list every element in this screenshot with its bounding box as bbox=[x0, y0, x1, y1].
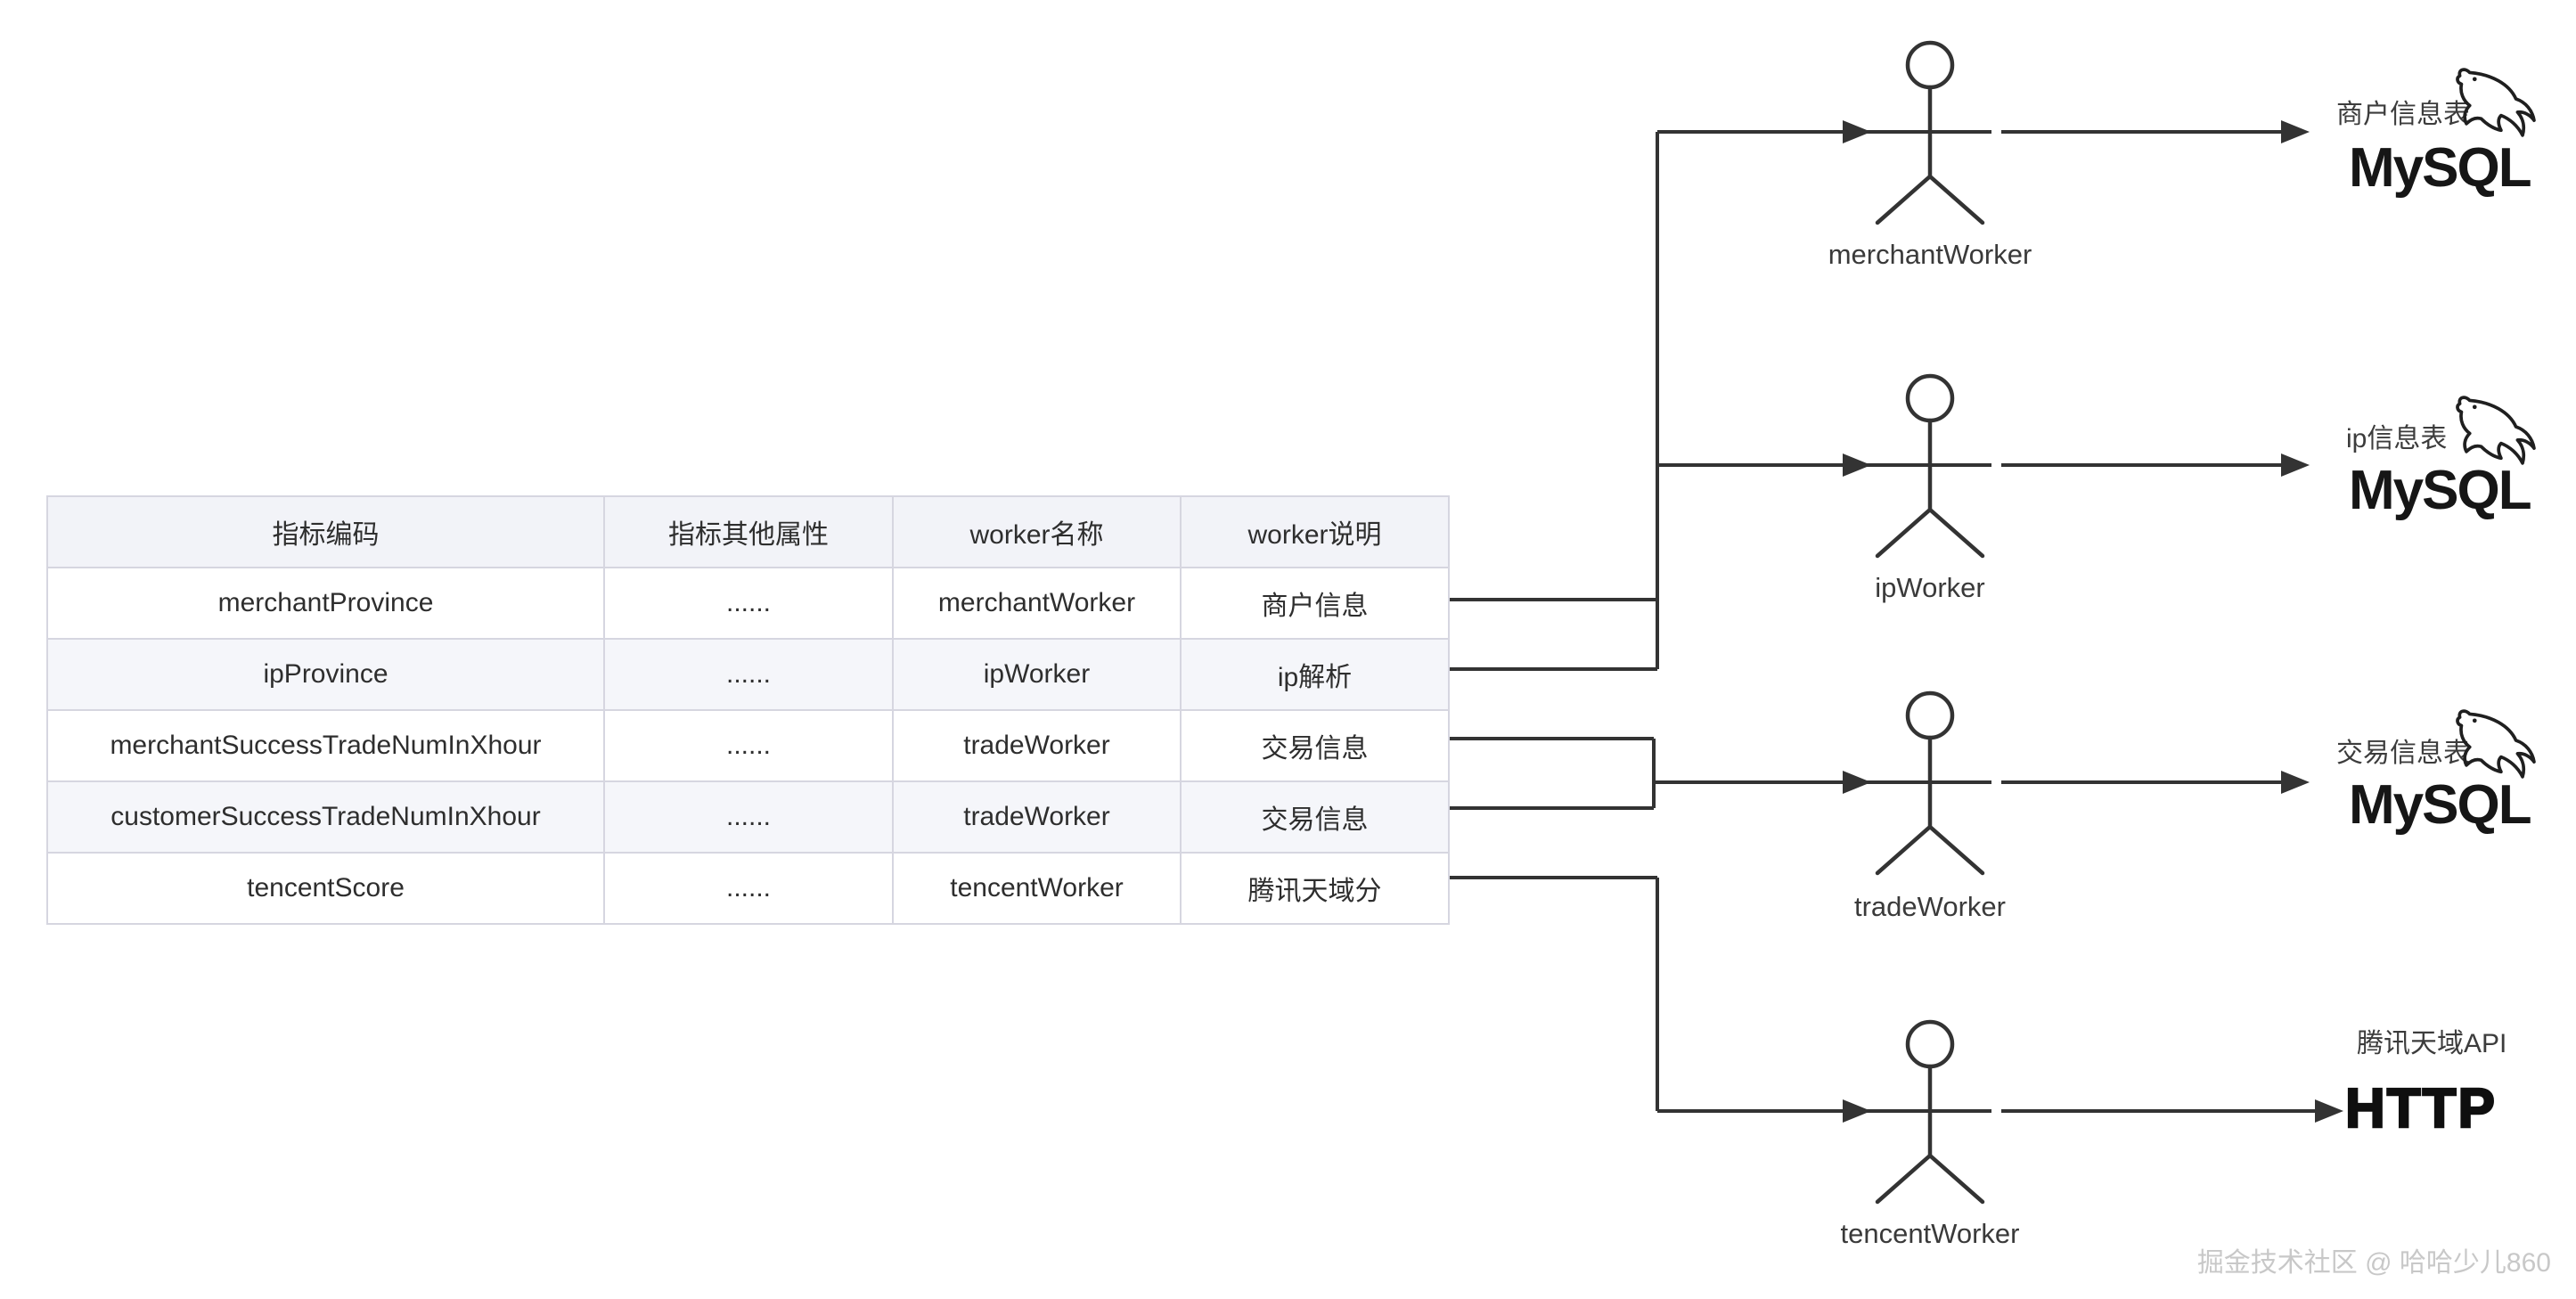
actor-ip-worker-figure bbox=[1875, 373, 1985, 559]
actor-trade-worker-figure bbox=[1875, 690, 1985, 876]
metric-worker-table: 指标编码 指标其他属性 worker名称 worker说明 merchantPr… bbox=[46, 495, 1450, 925]
cell-metric-code: ipProvince bbox=[46, 638, 605, 711]
target-label-ip-table: ip信息表 bbox=[2346, 424, 2448, 453]
actor-label-tencent-worker: tencentWorker bbox=[1840, 1218, 2020, 1249]
arrowhead-into-ip-db bbox=[2281, 453, 2310, 477]
cell-metric-code: merchantProvince bbox=[46, 567, 605, 640]
mysql-dolphin-icon bbox=[2456, 68, 2536, 137]
column-header-worker-name: worker名称 bbox=[892, 495, 1182, 568]
column-header-metric-attrs: 指标其他属性 bbox=[603, 495, 894, 568]
arrowhead-into-http-api bbox=[2315, 1099, 2343, 1123]
table-row: customerSuccessTradeNumInXhour ...... tr… bbox=[46, 780, 1450, 854]
mysql-logo-text: MySQL bbox=[2349, 137, 2532, 199]
cell-worker-desc: 交易信息 bbox=[1180, 709, 1450, 782]
cell-worker-desc: 交易信息 bbox=[1180, 780, 1450, 854]
watermark: 掘金技术社区 @ 哈哈少儿860 bbox=[2196, 1248, 2551, 1278]
cell-worker-name: tradeWorker bbox=[892, 780, 1182, 854]
cell-metric-attrs: ...... bbox=[603, 709, 894, 782]
cell-worker-desc: 腾讯天域分 bbox=[1180, 852, 1450, 925]
cell-metric-code: customerSuccessTradeNumInXhour bbox=[46, 780, 605, 854]
table-row: merchantProvince ...... merchantWorker 商… bbox=[46, 567, 1450, 640]
arrowhead-into-trade-db bbox=[2281, 771, 2310, 794]
cell-worker-name: tencentWorker bbox=[892, 852, 1182, 925]
arrowhead-into-merchant-db bbox=[2281, 120, 2310, 143]
cell-metric-attrs: ...... bbox=[603, 567, 894, 640]
table-header-row: 指标编码 指标其他属性 worker名称 worker说明 bbox=[46, 495, 1450, 568]
arrowhead-into-merchant-worker bbox=[1843, 120, 1871, 143]
cell-metric-code: merchantSuccessTradeNumInXhour bbox=[46, 709, 605, 782]
target-label-trade-table: 交易信息表 bbox=[2336, 739, 2470, 768]
arrowhead-into-tencent-worker bbox=[1843, 1099, 1871, 1123]
mysql-dolphin-icon bbox=[2456, 709, 2536, 779]
cell-metric-attrs: ...... bbox=[603, 780, 894, 854]
actor-tencent-worker-figure bbox=[1875, 1019, 1985, 1205]
arrowhead-into-trade-worker bbox=[1843, 771, 1871, 794]
actor-label-merchant-worker: merchantWorker bbox=[1828, 239, 2032, 270]
column-header-worker-desc: worker说明 bbox=[1180, 495, 1450, 568]
arrowhead-into-ip-worker bbox=[1843, 453, 1871, 477]
cell-worker-name: tradeWorker bbox=[892, 709, 1182, 782]
cell-metric-code: tencentScore bbox=[46, 852, 605, 925]
cell-worker-desc: ip解析 bbox=[1180, 638, 1450, 711]
actor-label-ip-worker: ipWorker bbox=[1875, 572, 1985, 603]
table-row: ipProvince ...... ipWorker ip解析 bbox=[46, 638, 1450, 711]
target-label-merchant-table: 商户信息表 bbox=[2336, 100, 2470, 129]
cell-metric-attrs: ...... bbox=[603, 852, 894, 925]
mysql-logo-text: MySQL bbox=[2349, 460, 2532, 521]
cell-worker-name: ipWorker bbox=[892, 638, 1182, 711]
cell-metric-attrs: ...... bbox=[603, 638, 894, 711]
http-logo-text: HTTP bbox=[2344, 1078, 2497, 1140]
actor-label-trade-worker: tradeWorker bbox=[1854, 891, 2006, 922]
mysql-logo-text: MySQL bbox=[2349, 774, 2532, 836]
table-row: tencentScore ...... tencentWorker 腾讯天域分 bbox=[46, 852, 1450, 925]
table-row: merchantSuccessTradeNumInXhour ...... tr… bbox=[46, 709, 1450, 782]
target-label-tencent-api: 腾讯天域API bbox=[2357, 1029, 2507, 1058]
cell-worker-name: merchantWorker bbox=[892, 567, 1182, 640]
cell-worker-desc: 商户信息 bbox=[1180, 567, 1450, 640]
column-header-metric-code: 指标编码 bbox=[46, 495, 605, 568]
actor-merchant-worker-figure bbox=[1875, 40, 1985, 225]
mysql-dolphin-icon bbox=[2456, 396, 2536, 465]
